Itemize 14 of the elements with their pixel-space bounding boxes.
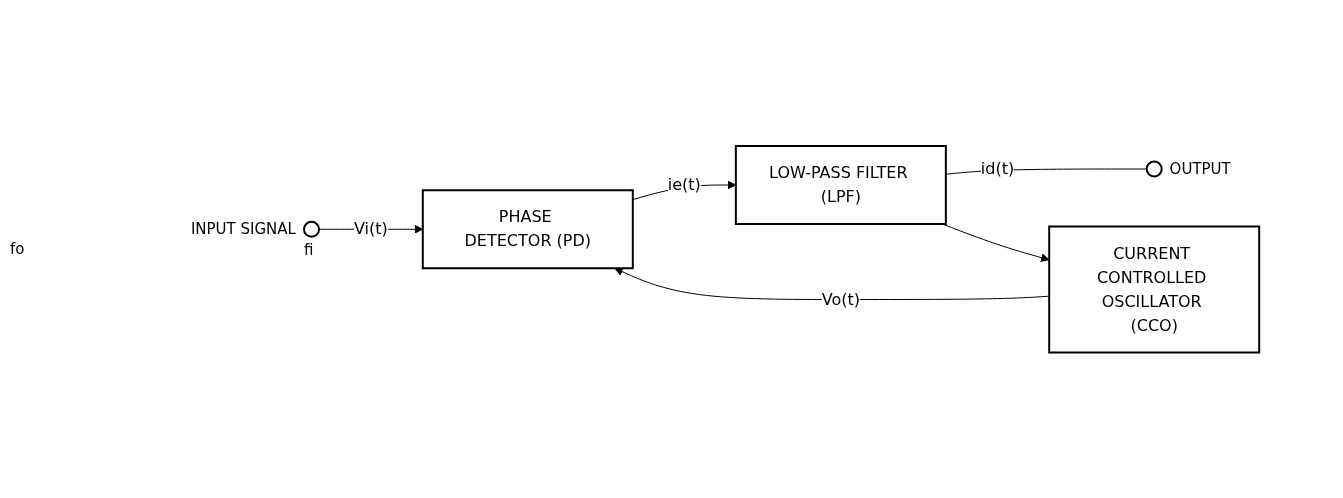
node-box: PHASE DETECTOR (PD) — [421, 189, 634, 269]
signal-label: fo — [10, 240, 26, 258]
edge-label: Vi(t) — [353, 219, 388, 238]
edge-label: Vo(t) — [821, 289, 860, 309]
edge-label: ie(t) — [667, 174, 701, 194]
terminal-label: fi — [303, 240, 314, 259]
terminal-label: INPUT SIGNAL — [190, 220, 296, 238]
arrow — [614, 267, 1050, 300]
node-circle — [1145, 160, 1163, 178]
node-box: CURRENT CONTROLLED OSCILLATOR (CCO) — [1048, 225, 1261, 354]
node-box: LOW-PASS FILTER (LPF) — [734, 144, 947, 225]
terminal-label: OUTPUT — [1169, 159, 1231, 178]
node-circle — [302, 220, 320, 238]
edge-label: id(t) — [980, 158, 1015, 178]
